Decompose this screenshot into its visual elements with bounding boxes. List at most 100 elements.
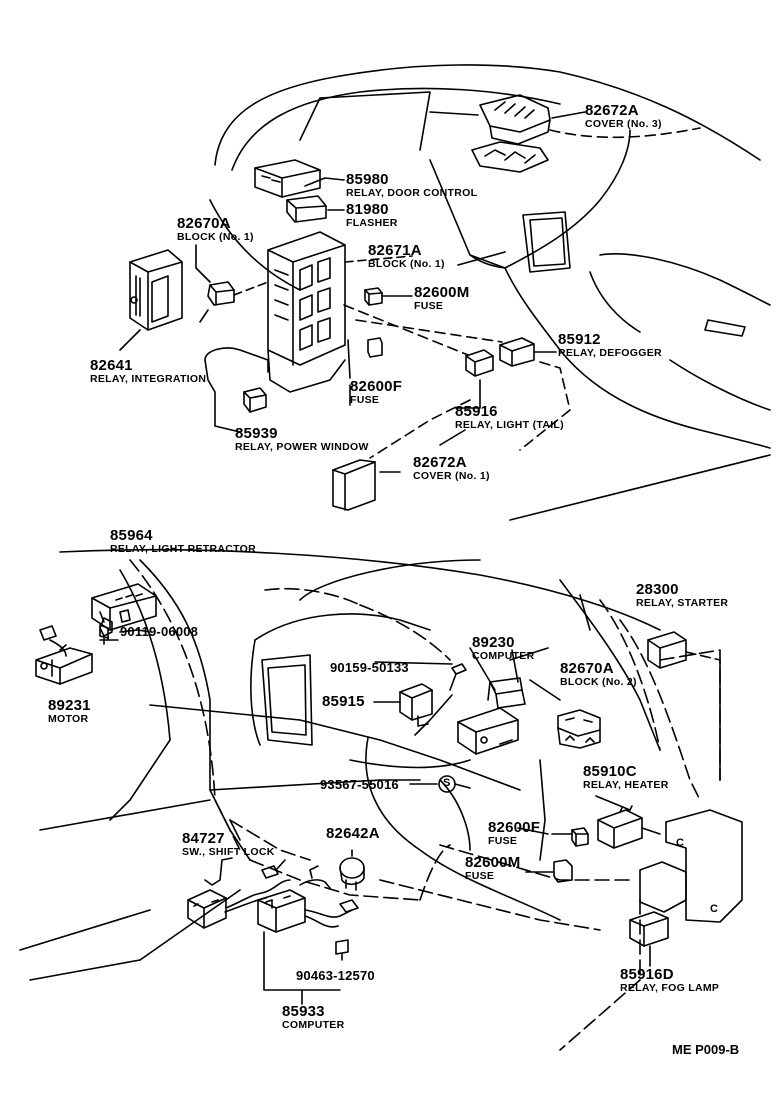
s-marker-label: S bbox=[443, 777, 451, 789]
part-number: 85916 bbox=[455, 403, 498, 420]
callout-85915: 85915 bbox=[322, 694, 365, 709]
part-number: 85939 bbox=[235, 425, 278, 442]
part-number: 82600F bbox=[350, 378, 403, 395]
relay-fog-lamp-shape bbox=[629, 911, 669, 967]
part-number: 90159-50133 bbox=[330, 660, 409, 675]
part-number: 85980 bbox=[346, 171, 389, 188]
callout-85939-relay-power-window: 85939 RELAY, POWER WINDOW bbox=[235, 426, 369, 453]
callout-28300-relay-starter: 28300 RELAY, STARTER bbox=[636, 582, 728, 609]
callout-82671A-block-no1: 82671A BLOCK (No. 1) bbox=[368, 243, 445, 270]
callout-82600F-fuse-top: 82600F FUSE bbox=[350, 379, 402, 406]
leader-lines bbox=[99, 111, 631, 841]
part-description: COMPUTER bbox=[282, 1019, 345, 1031]
part-number: 82600M bbox=[414, 284, 470, 301]
callout-85916D-relay-fog-lamp: 85916D RELAY, FOG LAMP bbox=[620, 967, 719, 994]
upper-dashboard-outline bbox=[209, 64, 771, 521]
callout-85916-relay-light-tail: 85916 RELAY, LIGHT (TAIL) bbox=[455, 404, 564, 431]
callout-89230-computer: 89230 COMPUTER bbox=[472, 635, 534, 662]
lower-dashboard-outline bbox=[19, 548, 661, 981]
part-description: FUSE bbox=[350, 394, 380, 406]
part-number: 82671A bbox=[368, 242, 422, 259]
screws-shape bbox=[99, 624, 467, 736]
callout-85912-relay-defogger: 85912 RELAY, DEFOGGER bbox=[558, 332, 662, 359]
part-description: RELAY, INTEGRATION bbox=[90, 373, 207, 385]
part-number: 82642A bbox=[326, 825, 380, 842]
callout-82642A: 82642A bbox=[326, 826, 380, 841]
junction-block-shape bbox=[195, 231, 413, 393]
fuse-shapes-bottom bbox=[525, 827, 589, 883]
part-description: FUSE bbox=[465, 870, 495, 882]
part-description: BLOCK (No. 1) bbox=[368, 258, 445, 270]
s-clip-marker: S bbox=[443, 778, 451, 789]
callout-85910C-relay-heater: 85910C RELAY, HEATER bbox=[583, 764, 669, 791]
fuse-shapes-top bbox=[347, 287, 413, 379]
part-number: 90463-12570 bbox=[296, 968, 375, 983]
callout-82641-relay-integration: 82641 RELAY, INTEGRATION bbox=[90, 358, 206, 385]
callout-82600M-fuse-bottom: 82600M FUSE bbox=[465, 855, 520, 882]
part-number: 85964 bbox=[110, 527, 153, 544]
callout-89231-motor: 89231 MOTOR bbox=[48, 698, 91, 725]
leader bbox=[551, 111, 586, 119]
part-number: 82670A bbox=[560, 660, 614, 677]
leader bbox=[454, 783, 471, 789]
part-number: 82641 bbox=[90, 357, 133, 374]
callout-81980-flasher: 81980 FLASHER bbox=[346, 202, 398, 229]
part-description: COVER (No. 1) bbox=[413, 470, 490, 482]
motor-shape bbox=[35, 625, 93, 685]
part-description: RELAY, POWER WINDOW bbox=[235, 441, 369, 453]
callout-84727-sw-shift-lock: 84727 SW., SHIFT LOCK bbox=[182, 831, 275, 858]
part-description: RELAY, FOG LAMP bbox=[620, 982, 720, 994]
part-description: SW., SHIFT LOCK bbox=[182, 846, 275, 858]
part-description: RELAY, DEFOGGER bbox=[558, 347, 662, 359]
part-number: 85915 bbox=[322, 693, 365, 710]
part-number: 82600M bbox=[465, 854, 521, 871]
dash-line bbox=[549, 127, 701, 139]
cover-no1-shape bbox=[332, 459, 376, 511]
part-description: FUSE bbox=[414, 300, 444, 312]
callout-82670A-block-no1: 82670A BLOCK (No. 1) bbox=[177, 216, 254, 243]
part-number: 82670A bbox=[177, 215, 231, 232]
callout-82600M-fuse-top: 82600M FUSE bbox=[414, 285, 469, 312]
part-description: COVER (No. 3) bbox=[585, 118, 662, 130]
computer-85933-shape bbox=[257, 865, 359, 1005]
svg-text:C: C bbox=[676, 837, 684, 849]
callout-82672A-cover-no1: 82672A COVER (No. 1) bbox=[413, 455, 490, 482]
callout-90119-06008: 90119-06008 bbox=[120, 625, 198, 638]
part-description: RELAY, LIGHT (TAIL) bbox=[455, 419, 564, 431]
part-number: 82672A bbox=[585, 102, 639, 119]
part-description: RELAY, LIGHT RETRACTOR bbox=[110, 543, 257, 555]
relay-starter-shape bbox=[647, 631, 721, 781]
relay-defogger-shape bbox=[343, 304, 571, 459]
diagram-reference-code: ME P009-B bbox=[672, 1042, 740, 1057]
right-bracket-shape: C C bbox=[639, 809, 743, 923]
part-description: FUSE bbox=[488, 835, 518, 847]
callout-85980-relay-door-control: 85980 RELAY, DOOR CONTROL bbox=[346, 172, 477, 199]
part-description: MOTOR bbox=[48, 713, 89, 725]
part-number: 84727 bbox=[182, 830, 225, 847]
callout-85964-relay-light-retractor: 85964 RELAY, LIGHT RETRACTOR bbox=[110, 528, 256, 555]
part-number: 89230 bbox=[472, 634, 515, 651]
callout-82672A-cover-no3: 82672A COVER (No. 3) bbox=[585, 103, 662, 130]
part-number: 93567-55016 bbox=[320, 777, 399, 792]
relay-integration-shape bbox=[119, 249, 183, 351]
relay-85915-shape bbox=[373, 683, 433, 727]
part-number: 90119-06008 bbox=[120, 624, 199, 639]
callout-93567-55016: 93567-55016 bbox=[320, 778, 399, 791]
callout-90159-50133: 90159-50133 bbox=[330, 661, 409, 674]
part-number: 28300 bbox=[636, 581, 679, 598]
relay-power-window-shape bbox=[204, 347, 269, 433]
svg-text:C: C bbox=[710, 903, 718, 915]
part-description: RELAY, HEATER bbox=[583, 779, 669, 791]
relay-door-control-shape bbox=[254, 159, 345, 223]
block-no2-shape bbox=[557, 709, 601, 749]
part-number: 85912 bbox=[558, 331, 601, 348]
callout-90463-12570: 90463-12570 bbox=[296, 969, 375, 982]
part-number: 85916D bbox=[620, 966, 674, 983]
part-description: BLOCK (No. 1) bbox=[177, 231, 254, 243]
part-description: FLASHER bbox=[346, 217, 398, 229]
relay-heater-shape bbox=[597, 805, 661, 849]
part-description: COMPUTER bbox=[472, 650, 535, 662]
lower-dashed-outlines bbox=[129, 559, 721, 1051]
